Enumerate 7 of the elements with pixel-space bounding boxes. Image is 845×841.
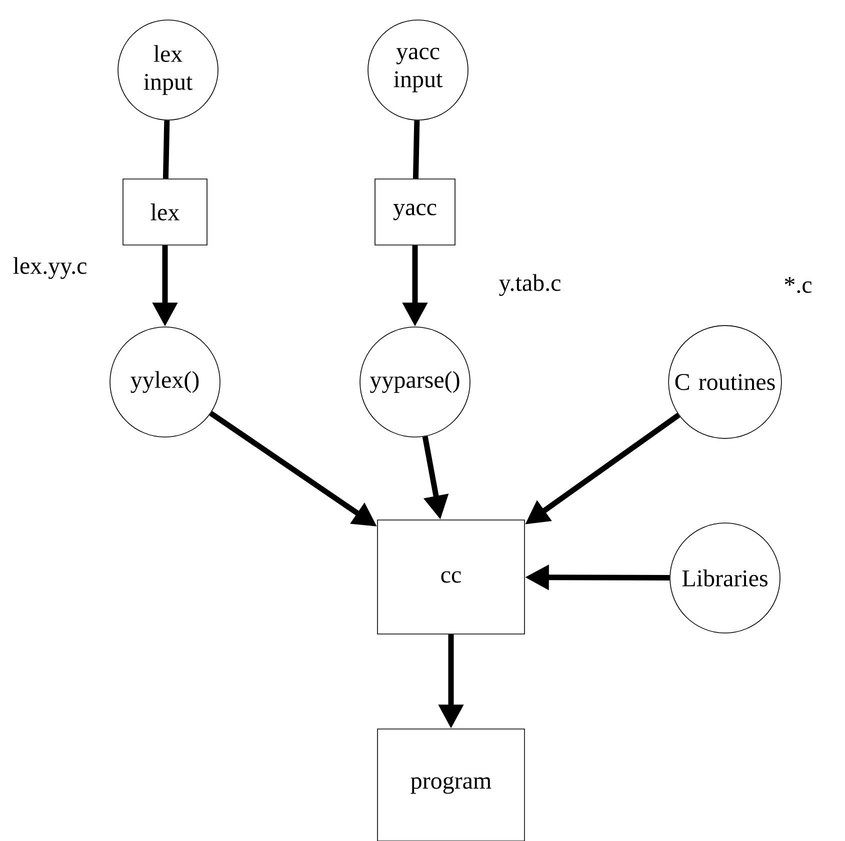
process-box: yacc bbox=[374, 178, 456, 246]
process-box: lex bbox=[122, 178, 208, 246]
file-name-label: y.tab.c bbox=[499, 274, 560, 296]
file-name-label: *.c bbox=[784, 276, 812, 294]
file-name-label: lex.yy.c bbox=[13, 257, 86, 279]
process-box: cc bbox=[377, 520, 525, 634]
process-box: program bbox=[377, 728, 525, 841]
